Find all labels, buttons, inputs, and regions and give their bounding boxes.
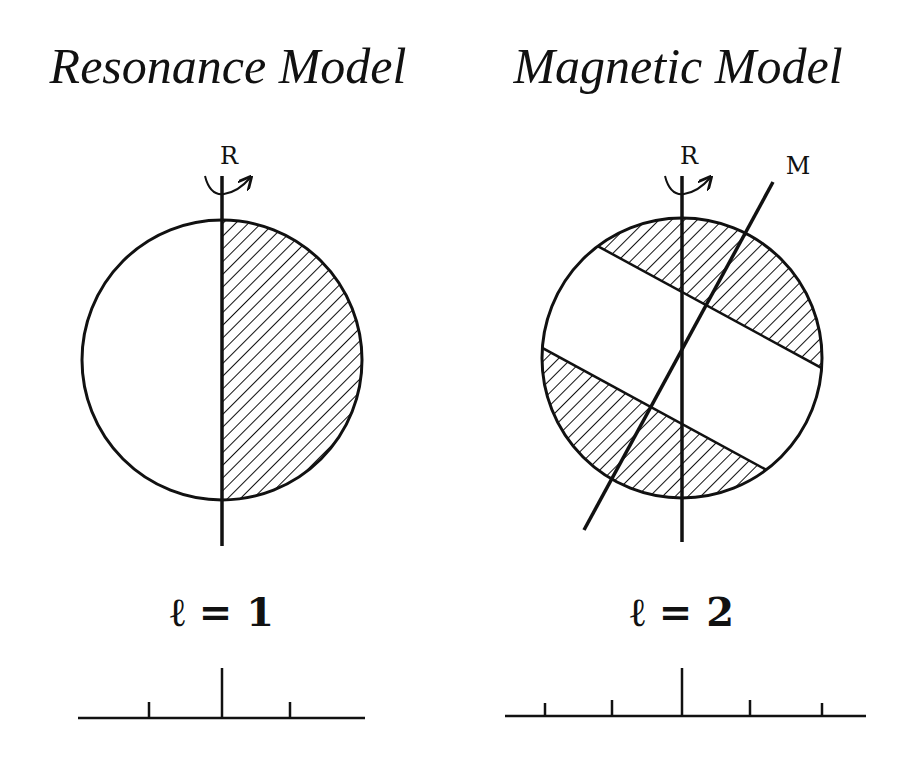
axis-label: M (786, 153, 811, 179)
magnetic-sphere (411, 87, 911, 629)
spectrum-left (78, 668, 365, 718)
axis-label: R (220, 143, 238, 169)
panel-heading: Magnetic Model (513, 39, 842, 94)
axis-label: R (680, 143, 698, 169)
resonance-sphere (82, 176, 362, 546)
panel-heading: Resonance Model (50, 39, 407, 94)
degree-label: ℓ = 2 (630, 590, 734, 634)
degree-label: ℓ = 1 (170, 590, 274, 634)
spectrum-right (505, 668, 866, 716)
